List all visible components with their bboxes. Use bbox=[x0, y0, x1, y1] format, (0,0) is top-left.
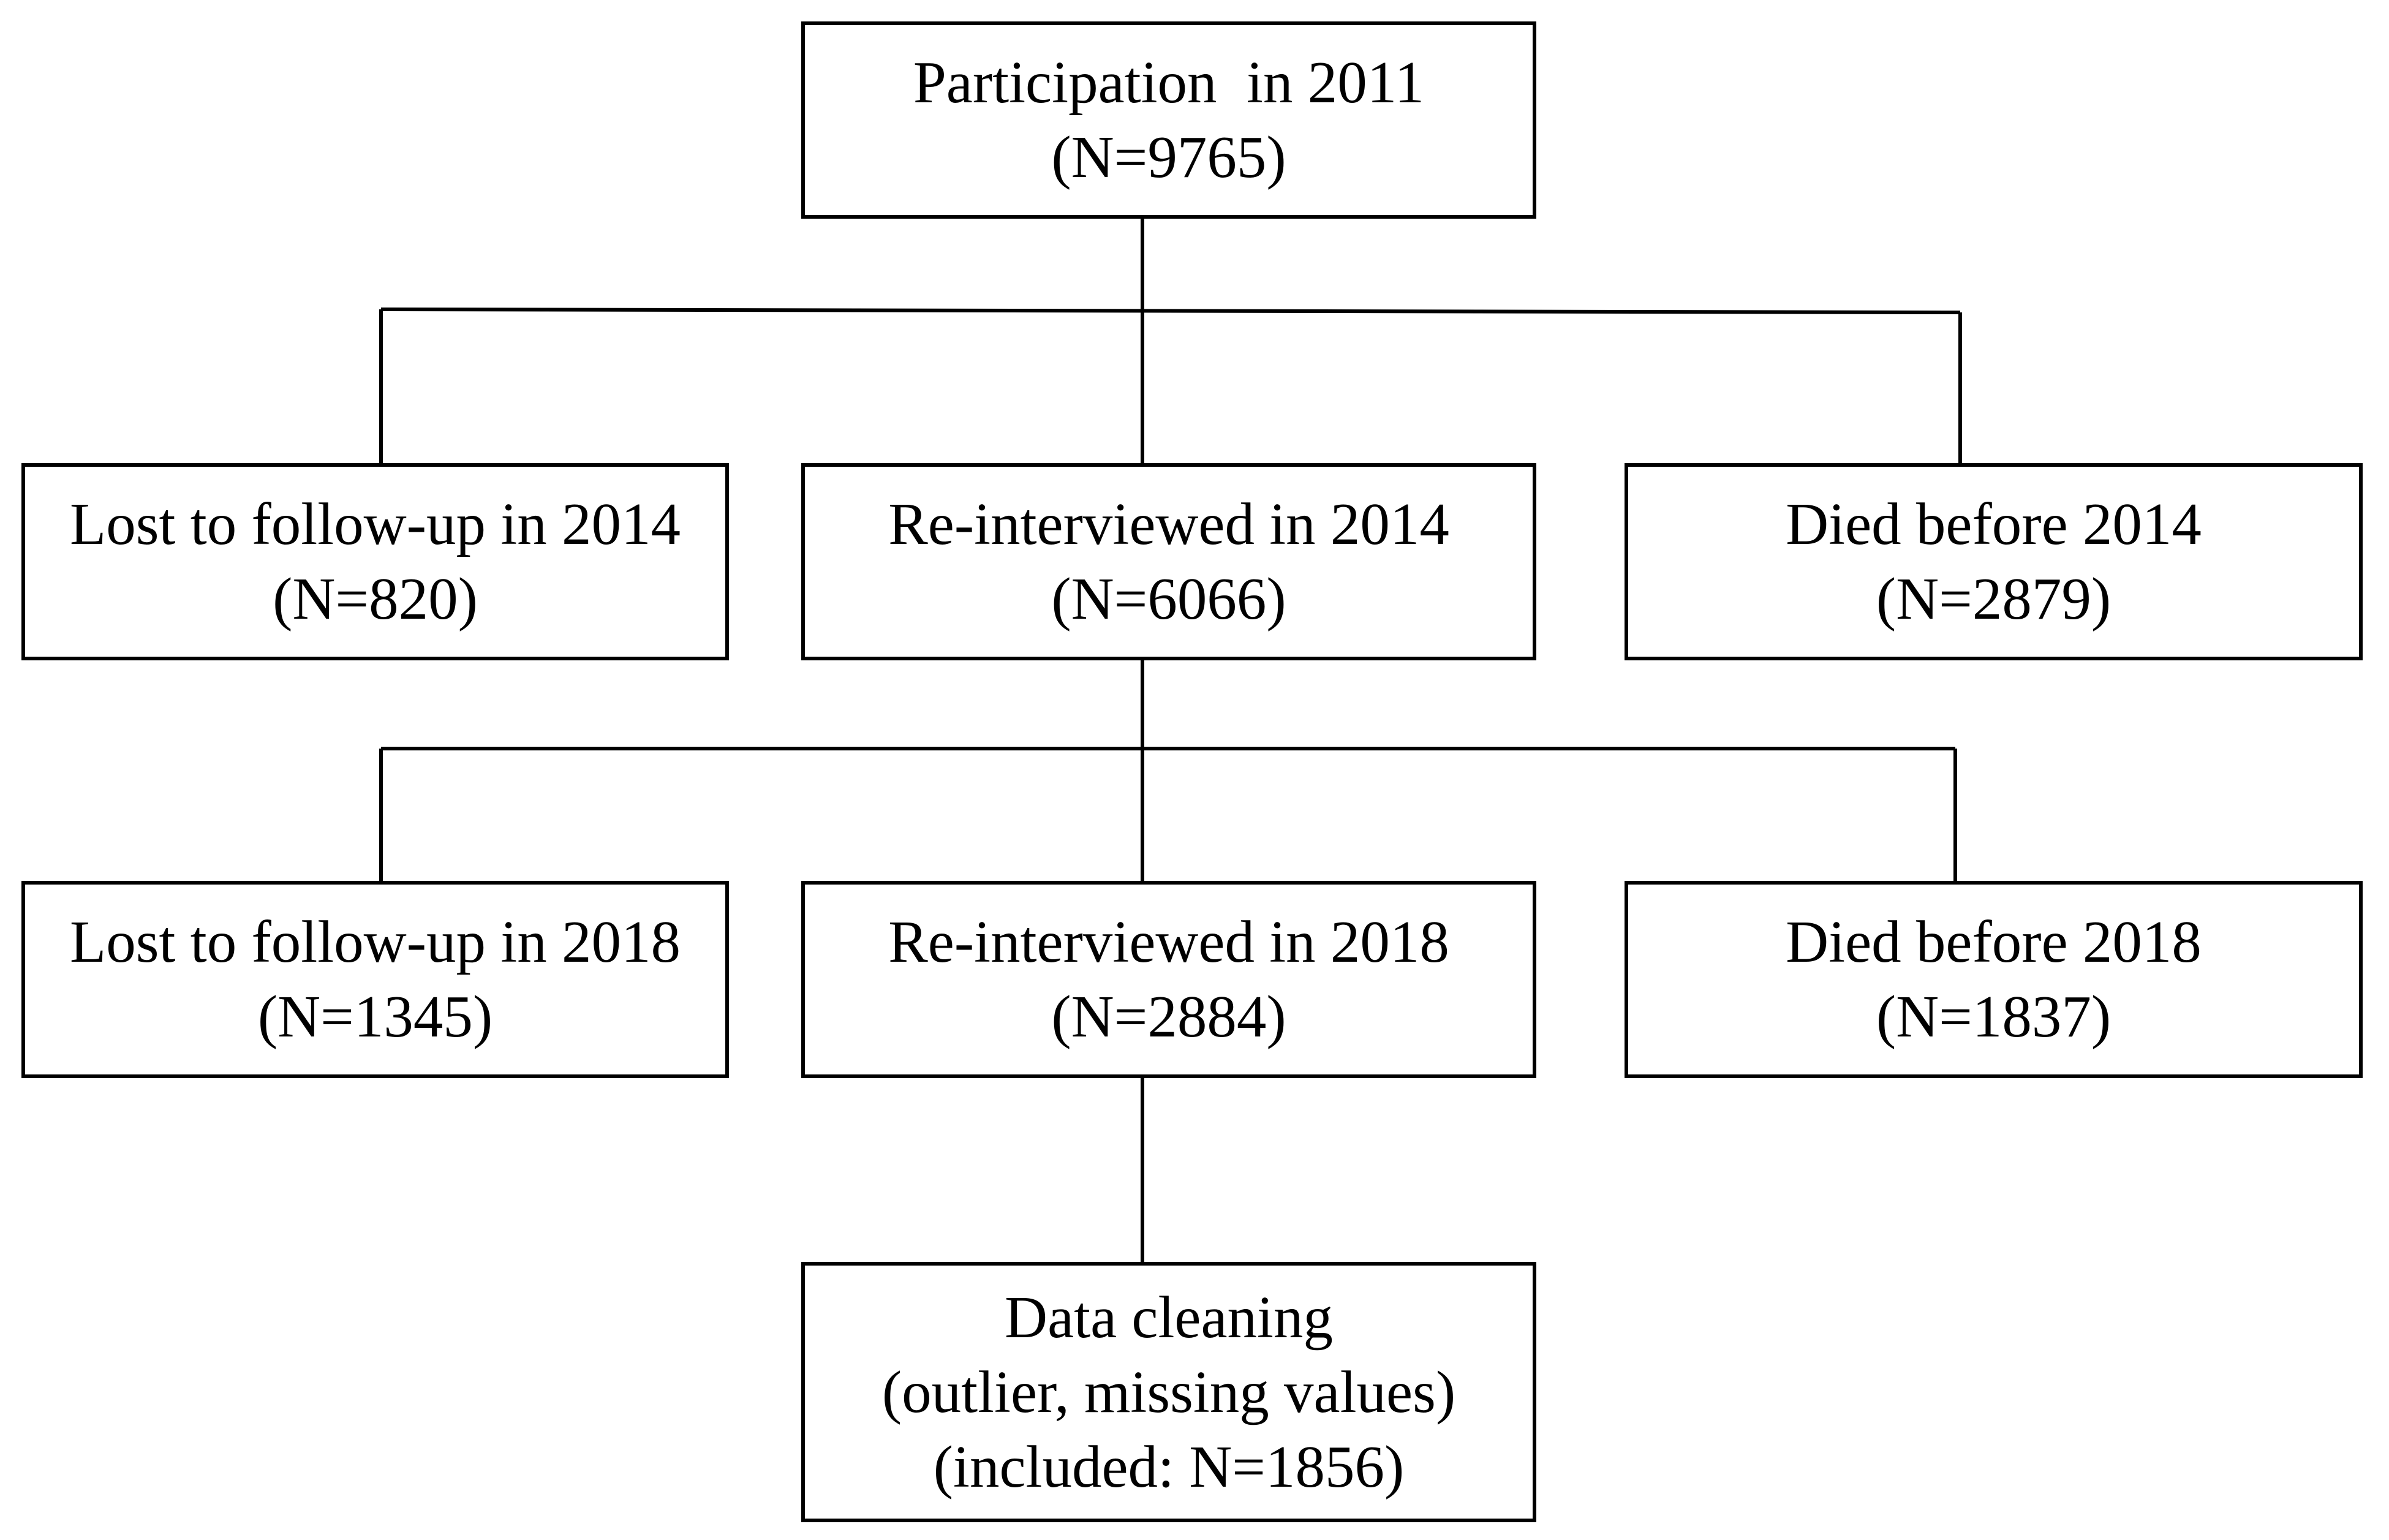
box-participation-2011-title: Participation in 2011 bbox=[913, 50, 1425, 115]
box-died-2014: Died before 2014 (N=2879) bbox=[1625, 463, 2363, 660]
box-lost-2014-count: (N=820) bbox=[273, 566, 478, 632]
box-reinterviewed-2014-count: (N=6066) bbox=[1051, 566, 1286, 632]
box-data-cleaning-title: Data cleaning bbox=[1005, 1284, 1333, 1350]
box-died-2018: Died before 2018 (N=1837) bbox=[1625, 881, 2363, 1078]
box-lost-2018: Lost to follow-up in 2018 (N=1345) bbox=[21, 881, 729, 1078]
connector-2014-bar bbox=[380, 308, 1961, 314]
box-reinterviewed-2014-title: Re-interviewed in 2014 bbox=[888, 491, 1449, 557]
box-lost-2014: Lost to follow-up in 2014 (N=820) bbox=[21, 463, 729, 660]
box-data-cleaning: Data cleaning (outlier, missing values) … bbox=[801, 1262, 1536, 1522]
box-died-2018-title: Died before 2018 bbox=[1786, 909, 2202, 975]
box-participation-2011-count: (N=9765) bbox=[1051, 124, 1286, 190]
box-reinterviewed-2018-title: Re-interviewed in 2018 bbox=[888, 909, 1449, 975]
box-died-2014-count: (N=2879) bbox=[1876, 566, 2112, 632]
box-died-2018-count: (N=1837) bbox=[1876, 984, 2112, 1049]
box-data-cleaning-criteria: (outlier, missing values) bbox=[881, 1359, 1456, 1425]
box-data-cleaning-count: (included: N=1856) bbox=[933, 1433, 1405, 1500]
box-lost-2018-count: (N=1345) bbox=[257, 984, 493, 1049]
box-participation-2011: Participation in 2011 (N=9765) bbox=[801, 21, 1536, 219]
box-reinterviewed-2014: Re-interviewed in 2014 (N=6066) bbox=[801, 463, 1536, 660]
box-lost-2018-title: Lost to follow-up in 2018 bbox=[70, 909, 681, 975]
box-died-2014-title: Died before 2014 bbox=[1786, 491, 2202, 557]
box-reinterviewed-2018: Re-interviewed in 2018 (N=2884) bbox=[801, 881, 1536, 1078]
box-lost-2014-title: Lost to follow-up in 2014 bbox=[70, 491, 681, 557]
box-reinterviewed-2018-count: (N=2884) bbox=[1051, 984, 1286, 1049]
